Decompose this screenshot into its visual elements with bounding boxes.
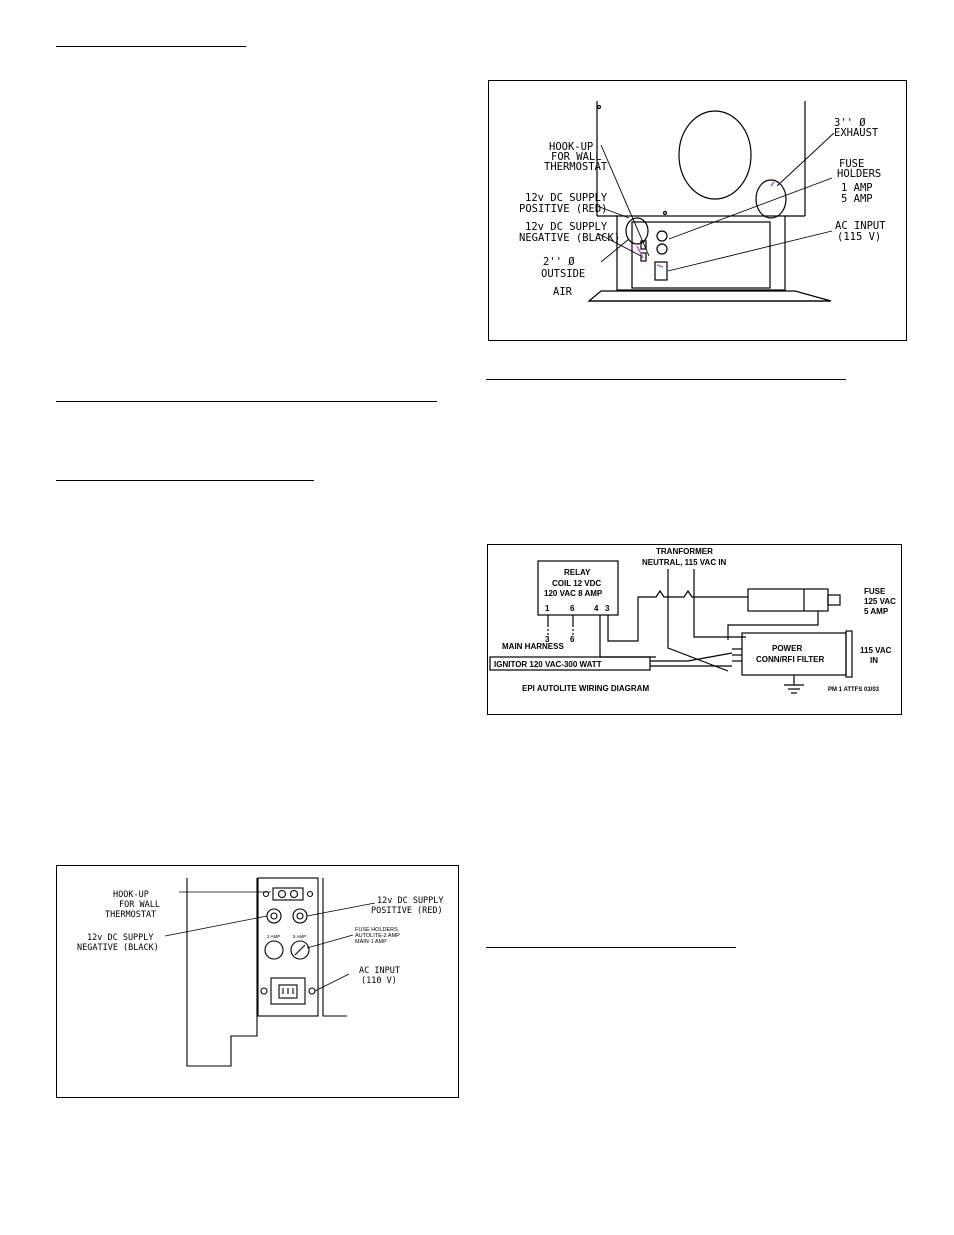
power-filter-label-2: CONN/RFI FILTER xyxy=(756,655,825,664)
back-fuse-label-2: HOLDERS xyxy=(837,168,881,180)
exhaust-label-1: 3'' Ø xyxy=(834,117,866,129)
panel-thermostat-label-2: FOR WALL xyxy=(119,900,160,910)
relay-label-2: COIL 12 VDC xyxy=(552,579,601,588)
panel-amp-label-1: 2 AMP xyxy=(267,934,280,939)
outside-air-label-3: AIR xyxy=(553,286,573,298)
fuse-label-1: FUSE xyxy=(864,587,886,596)
main-harness-label: MAIN HARNESS xyxy=(502,642,564,651)
back-fuse-label-4: 5 AMP xyxy=(841,193,873,205)
relay-pin-4: 4 xyxy=(594,604,599,613)
outside-air-label-2: OUTSIDE xyxy=(541,268,585,280)
harness-pin-3: 3 xyxy=(545,635,550,644)
vac-in-label-2: IN xyxy=(870,656,878,665)
heading-rule-4 xyxy=(486,379,846,380)
panel-dc-neg-label-2: NEGATIVE (BLACK) xyxy=(77,943,159,953)
back-dc-neg-label-2: NEGATIVE (BLACK) xyxy=(519,232,620,244)
exhaust-label-2: EXHAUST xyxy=(834,127,879,139)
transformer-label-1: TRANFORMER xyxy=(656,547,713,556)
wiring-ref: PM 1 ATTFS 03/03 xyxy=(828,687,880,693)
back-fuse-label-1: FUSE xyxy=(839,158,864,170)
fuse-label-3: 5 AMP xyxy=(864,607,889,616)
panel-fuse-label-2: AUTOLITE-2 AMP xyxy=(355,933,400,939)
panel-ac-label-2: (110 V) xyxy=(361,976,397,986)
vac-in-label-1: 115 VAC xyxy=(860,646,892,655)
back-dc-pos-label-2: POSITIVE (RED) xyxy=(519,203,608,215)
back-dc-neg-label-1: 12v DC SUPPLY xyxy=(525,221,608,233)
back-dc-pos-label-1: 12v DC SUPPLY xyxy=(525,192,608,204)
stove-back-drawing: 3'' Ø EXHAUST HOOK-UP FOR WALL THERMOSTA… xyxy=(519,101,886,302)
control-panel-drawing: HOOK-UP FOR WALL THERMOSTAT 12v DC SUPPL… xyxy=(77,877,444,1067)
transformer-label-2: NEUTRAL, 115 VAC IN xyxy=(642,558,727,567)
wiring-caption: EPI AUTOLITE WIRING DIAGRAM xyxy=(522,684,649,693)
back-thermostat-label-2: FOR WALL xyxy=(551,151,602,163)
heading-rule-3 xyxy=(56,480,314,481)
figure-stove-back: 3'' Ø EXHAUST HOOK-UP FOR WALL THERMOSTA… xyxy=(488,80,907,341)
relay-label-3: 120 VAC 8 AMP xyxy=(544,589,603,598)
heading-rule-2 xyxy=(56,401,437,402)
back-fuse-label-3: 1 AMP xyxy=(841,182,873,194)
back-ac-label-1: AC INPUT xyxy=(835,220,886,232)
panel-dc-neg-label-1: 12v DC SUPPLY xyxy=(87,933,154,943)
ignitor-label: IGNITOR 120 VAC-300 WATT xyxy=(494,660,602,669)
relay-pin-3: 3 xyxy=(605,604,610,613)
back-thermostat-label-1: HOOK-UP xyxy=(549,141,593,153)
panel-fuse-label-1: FUSE HOLDERS xyxy=(355,927,398,933)
panel-thermostat-label-3: THERMOSTAT xyxy=(105,910,156,920)
relay-label-1: RELAY xyxy=(564,568,591,577)
outside-air-label-1: 2'' Ø xyxy=(543,256,575,268)
back-thermostat-label-3: THERMOSTAT xyxy=(544,161,608,173)
heading-rule-5 xyxy=(486,947,736,948)
back-ac-label-2: (115 V) xyxy=(837,231,881,243)
power-filter-label-1: POWER xyxy=(772,644,802,653)
wiring-diagram-drawing: TRANFORMER NEUTRAL, 115 VAC IN RELAY COI… xyxy=(489,547,896,694)
harness-pin-6: 6 xyxy=(570,635,575,644)
panel-dc-pos-label-1: 12v DC SUPPLY xyxy=(377,896,444,906)
heading-rule-1 xyxy=(56,46,246,47)
relay-pin-6: 6 xyxy=(570,604,575,613)
relay-pin-1: 1 xyxy=(545,604,550,613)
figure-control-panel: HOOK-UP FOR WALL THERMOSTAT 12v DC SUPPL… xyxy=(56,865,459,1098)
fuse-label-2: 125 VAC xyxy=(864,597,896,606)
panel-amp-label-2: 5 AMP xyxy=(293,934,306,939)
figure-wiring-diagram: TRANFORMER NEUTRAL, 115 VAC IN RELAY COI… xyxy=(487,544,902,715)
panel-dc-pos-label-2: POSITIVE (RED) xyxy=(371,906,443,916)
panel-ac-label-1: AC INPUT xyxy=(359,966,400,976)
panel-thermostat-label-1: HOOK-UP xyxy=(113,890,149,900)
panel-fuse-label-3: MAIN-1 AMP xyxy=(355,939,387,945)
